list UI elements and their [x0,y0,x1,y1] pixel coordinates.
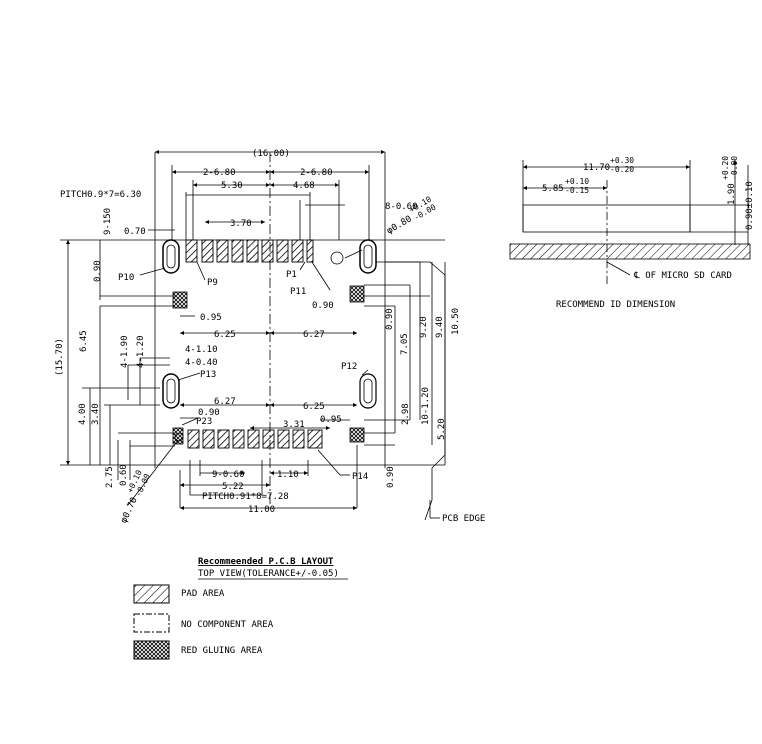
pcb-section-hatch [509,243,751,260]
dim-5-20: 5.20 [437,418,447,440]
dim-4-00: 4.00 [78,403,88,425]
dim-2-75: 2.75 [105,466,115,488]
dim-0-90-vert-right: 0.90 [385,308,395,330]
overall-width-dim: (16.00) [252,149,290,159]
dim-6-25-bottom: 6.25 [303,402,325,412]
pin-p9: P9 [207,278,218,288]
pin-p1: P1 [286,270,297,280]
legend-subtitle: TOP VIEW(TOLERANCE+/-0.05) [198,569,339,579]
dim-3-31: 3.31 [283,420,305,430]
dim-0-95-bottom: 0.95 [320,415,342,425]
dim-4-1-10: 4-1.10 [185,345,218,355]
dim-10-50: 10.50 [451,308,461,335]
side-width-dim: 11.70 [583,163,610,173]
dim-9-40: 9.40 [435,316,445,338]
hole-bottom-dim: φ0.70 [119,496,140,525]
left-pitch-dim: 2-6.80 [203,168,236,178]
dim-2-98: 2.98 [401,403,411,425]
dim-4-1-20: 4-1.20 [136,335,146,368]
dim-0-90-bottom: 0.90 [386,466,396,488]
dim-9-20: 9.20 [419,316,429,338]
dim-4-68: 4.68 [293,181,315,191]
dim-5-30: 5.30 [221,181,243,191]
dim-1-10: 1.10 [277,470,299,480]
bottom-pad-row [187,429,323,449]
legend-pad-label: PAD AREA [181,589,225,599]
dim-9-150: 9-150 [103,208,113,235]
legend-no-component-label: NO COMPONENT AREA [181,620,274,630]
dim-7-05: 7.05 [400,333,410,355]
dim-4-1-90: 4-1.90 [120,335,130,368]
legend-no-component-swatch [133,613,170,633]
pitch-bottom-dim: PITCH0.91*8=7.28 [202,492,289,502]
legend: Recommeended P.C.B LAYOUT TOP VIEW(TOLER… [133,557,348,660]
side-height-dim: 1.90 [727,183,737,205]
side-height-tol-plus: +0.20 [721,156,730,180]
side-view-labels: 11.70 +0.30 -0.20 5.85 +0.10 -0.15 1.90 … [542,156,755,310]
dim-6-27-bottom: 6.27 [214,397,236,407]
top-pad-row [185,239,314,263]
legend-glue-label: RED GLUING AREA [181,646,263,656]
side-center-tol-minus: -0.15 [565,186,589,195]
pin-p10: P10 [118,273,134,283]
dim-11-00: 11.00 [248,505,275,515]
side-width-tol-minus: -0.20 [610,165,634,174]
dim-6-45: 6.45 [79,330,89,352]
pin-p13: P13 [200,370,216,380]
pin-p14: P14 [352,472,368,482]
legend-glue-swatch [133,640,170,660]
centerline-label: ℄ OF MICRO SD CARD [633,271,732,281]
dim-6-27-top: 6.27 [303,330,325,340]
dim-0-90-left: 0.90 [93,260,103,282]
dim-8-0-60: 8-0.60 [385,202,418,212]
legend-pad-swatch [133,584,170,604]
side-view [509,160,751,285]
pitch-top-dim: PITCH0.9*7=6.30 [60,190,141,200]
pin-p11: P11 [290,287,306,297]
dim-3-40: 3.40 [91,403,101,425]
dim-4-0-40: 4-0.40 [185,358,218,368]
side-width-tol-plus: +0.30 [610,156,634,165]
dim-10-1-20: 10-1.20 [421,387,431,425]
legend-title: Recommeended P.C.B LAYOUT [198,557,334,567]
side-center-dim: 5.85 [542,184,564,194]
right-pitch-dim: 2-6.80 [300,168,333,178]
dim-0-70: 0.70 [124,227,146,237]
dim-3-70: 3.70 [230,219,252,229]
side-thickness-dim: 0.90±0.10 [745,181,755,230]
side-height-tol-minus: -0.00 [730,156,739,180]
overall-height-dim: (15.70) [55,338,65,376]
side-center-tol-plus: +0.10 [565,177,589,186]
pin-p23: P23 [196,417,212,427]
pin-p12: P12 [341,362,357,372]
hole-top-dim: φ0.80 [385,214,413,236]
pcb-edge-label: PCB EDGE [442,514,485,524]
dim-9-0-60: 9-0.60 [212,470,245,480]
dim-0-95-top: 0.95 [200,313,222,323]
dim-6-25-top: 6.25 [214,330,236,340]
dim-5-22: 5.22 [222,482,244,492]
dim-0-60-bottom: 0.60 [119,464,129,486]
main-view [60,150,446,521]
dim-0-90-right: 0.90 [312,301,334,311]
dim-0-90-mid: 0.90 [198,408,220,418]
side-view-caption: RECOMMEND ID DIMENSION [556,300,675,310]
